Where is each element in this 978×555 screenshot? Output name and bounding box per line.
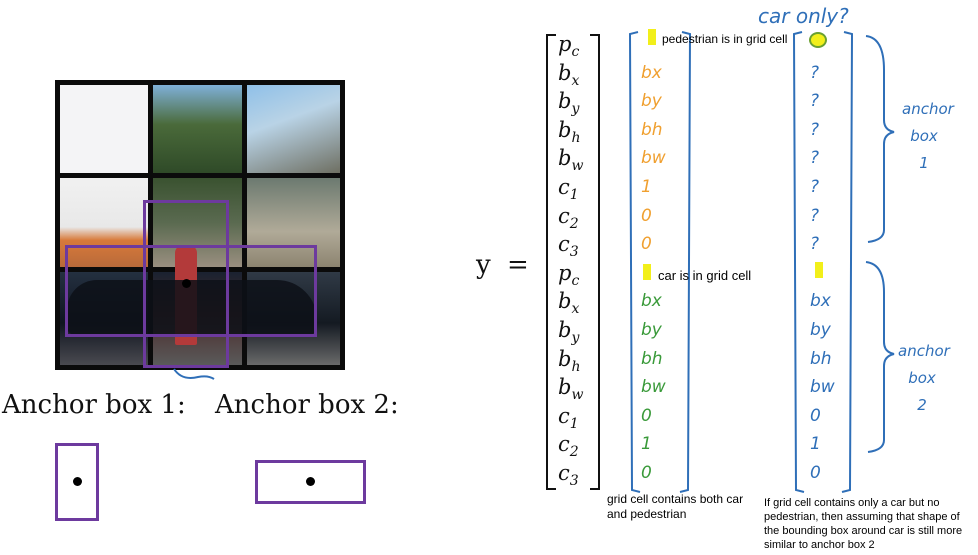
vector-entry: c3: [558, 461, 579, 490]
handwritten-value: ?: [810, 205, 820, 226]
handwritten-value: 0: [641, 463, 652, 483]
handwritten-value: bh: [641, 348, 663, 369]
vector-lhs: y: [476, 250, 491, 280]
handwritten-value: 1: [810, 434, 821, 455]
anchor-2-brace-label: anchor box 2: [898, 338, 950, 419]
brace-label-line: anchor: [898, 342, 950, 360]
handwritten-value: bx: [810, 291, 831, 312]
anchor-box-1-dot: [73, 477, 82, 486]
handwritten-value: by: [641, 91, 662, 112]
vector-entry: pc: [558, 32, 580, 61]
vector-entry: bh: [558, 346, 581, 375]
handwritten-value: bx: [641, 62, 662, 83]
brace-label-line: 2: [917, 396, 927, 414]
car-bounding-box: [65, 245, 317, 337]
pen-mark-icon: [173, 368, 215, 380]
handwritten-value: ?: [810, 234, 820, 255]
handwritten-value: 0: [641, 405, 652, 426]
vector-entry: bw: [558, 375, 584, 404]
vector-entry: bx: [558, 289, 580, 318]
vector-entry: bh: [558, 117, 581, 146]
handwritten-value: by: [641, 320, 662, 340]
vector-entry: bw: [558, 146, 584, 175]
column1-caption: grid cell contains both car and pedestri…: [607, 492, 744, 521]
pedestrian-note: pedestrian is in grid cell: [662, 32, 788, 46]
anchor-box-1-label: Anchor box 1:: [2, 390, 186, 420]
handwritten-value: 0: [641, 205, 652, 226]
pedestrian-highlight: [648, 29, 656, 45]
column2-caption: If grid cell contains only a car but no …: [764, 497, 963, 551]
handwritten-value: bh: [641, 119, 663, 140]
pedestrian-bounding-box: [143, 200, 229, 368]
anchor-box-2-dot: [306, 477, 315, 486]
handwritten-value: bw: [810, 377, 835, 398]
vector-entry: c1: [558, 403, 579, 432]
handwritten-value: ?: [810, 177, 820, 197]
cell-center-dot: [182, 279, 191, 288]
handwritten-value: 0: [810, 405, 821, 426]
column2-bracket: [792, 31, 854, 493]
handwritten-value: 0: [641, 234, 652, 255]
brace-label-line: box: [908, 369, 936, 387]
handwritten-value: bx: [641, 291, 662, 312]
car-highlight: [643, 264, 651, 280]
vector-entry: bx: [558, 60, 580, 89]
anchor-1-brace-label: anchor box 1: [902, 96, 954, 177]
equals-sign: =: [507, 250, 529, 280]
handwritten-value: ?: [810, 148, 820, 169]
vector-entry: pc: [558, 260, 580, 289]
car-note: car is in grid cell: [658, 268, 752, 283]
handwritten-value: by: [810, 320, 831, 340]
vector-left-bracket: [546, 34, 556, 490]
car-figure: [67, 280, 317, 335]
handwritten-value: 0: [810, 463, 821, 483]
car-only-car-highlight: [815, 262, 823, 278]
handwritten-value: ?: [810, 62, 820, 83]
column1-bracket: [628, 31, 692, 493]
vector-entry: c3: [558, 232, 579, 261]
grid-image: [55, 80, 345, 370]
handwritten-value: 1: [641, 434, 652, 455]
handwritten-value: ?: [810, 119, 820, 140]
brace-label-line: 1: [919, 154, 929, 172]
anchor-box-2-label: Anchor box 2:: [215, 390, 399, 420]
anchor-braces: [865, 35, 895, 453]
vector-right-bracket: [590, 34, 600, 490]
car-only-highlight-circle: [809, 32, 827, 48]
brace-label-line: anchor: [902, 100, 954, 118]
vector-entry: c2: [558, 203, 579, 232]
anchor-box-1-shape: [55, 443, 99, 521]
handwritten-value: ?: [810, 91, 820, 112]
vector-entry: c1: [558, 175, 579, 204]
handwritten-value: bw: [641, 377, 666, 398]
handwritten-value: bw: [641, 148, 666, 169]
car-only-header: car only?: [758, 4, 849, 28]
anchor-box-2-shape: [255, 460, 366, 504]
handwritten-value: 1: [641, 177, 652, 197]
vector-entry: c2: [558, 432, 579, 461]
handwritten-value: bh: [810, 348, 832, 369]
vector-entry: by: [558, 318, 580, 347]
vector-entry: by: [558, 89, 580, 118]
brace-label-line: box: [910, 127, 938, 145]
